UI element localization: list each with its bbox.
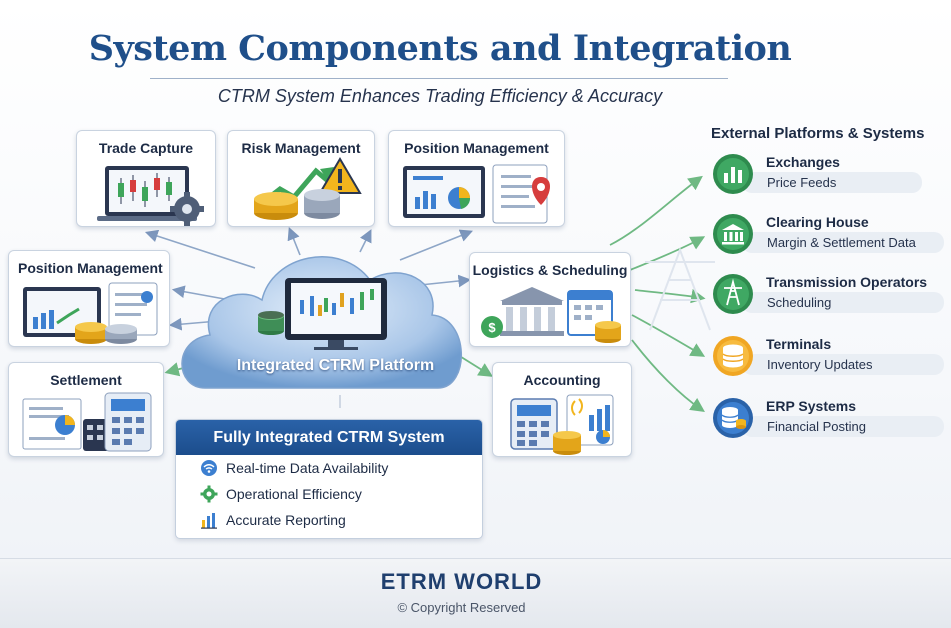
- feature-label: Operational Efficiency: [226, 486, 362, 502]
- external-name: Exchanges: [766, 154, 840, 170]
- wifi-icon: [201, 460, 217, 476]
- external-name: Transmission Operators: [766, 274, 928, 290]
- external-item-terminals[interactable]: Terminals Inventory Updates: [712, 335, 948, 379]
- power-tower-icon: [713, 274, 753, 314]
- trade-capture-title: Trade Capture: [98, 140, 194, 156]
- external-desc: Price Feeds: [767, 175, 837, 190]
- risk-chart-icon: [254, 157, 362, 220]
- title-divider: [150, 78, 728, 79]
- bar-chart-icon: [713, 154, 753, 194]
- external-item-bar: [742, 354, 944, 375]
- external-desc: Financial Posting: [767, 419, 866, 434]
- summary-panel: Fully Integrated CTRM System Real-time D…: [175, 419, 483, 539]
- storage-tank-icon: [713, 336, 753, 376]
- brand-logo: ETRM WORLD: [380, 569, 543, 594]
- position-management-top-card[interactable]: Position Management: [388, 130, 565, 227]
- feature-real-time-data: Real-time Data Availability: [201, 460, 389, 476]
- feature-label: Accurate Reporting: [226, 512, 346, 528]
- external-item-bar: [742, 232, 944, 253]
- risk-management-title: Risk Management: [241, 140, 361, 156]
- external-item-bar: [742, 416, 944, 437]
- external-item-bar: [742, 172, 922, 193]
- page-subtitle: CTRM System Enhances Trading Efficiency …: [217, 86, 663, 106]
- position-management-top-title: Position Management: [404, 140, 549, 156]
- external-name: Clearing House: [766, 214, 869, 230]
- position-management-left-title: Position Management: [18, 260, 163, 276]
- feature-accurate-reporting: Accurate Reporting: [201, 512, 346, 529]
- position-management-left-card[interactable]: Position Management: [8, 250, 170, 347]
- logistics-scheduling-card[interactable]: Logistics & Scheduling $: [469, 252, 631, 347]
- trading-monitor-icon: [97, 166, 204, 226]
- database-icon: [713, 398, 753, 438]
- trade-capture-card[interactable]: Trade Capture: [76, 130, 216, 227]
- accounting-title: Accounting: [523, 372, 601, 388]
- settlement-docs-calculator-icon: [22, 392, 152, 452]
- summary-title: Fully Integrated CTRM System: [176, 420, 482, 455]
- external-item-bar: [742, 292, 944, 313]
- position-dashboard-icon: [23, 282, 158, 344]
- logistics-bank-calendar-icon: $: [481, 287, 621, 343]
- external-item-exchanges[interactable]: Exchanges Price Feeds: [712, 153, 948, 197]
- copyright-text: © Copyright Reserved: [397, 600, 526, 615]
- accounting-calculator-icon: [510, 394, 614, 455]
- external-item-transmission-operators[interactable]: Transmission Operators Scheduling: [712, 273, 948, 317]
- external-heading: External Platforms & Systems: [711, 125, 925, 142]
- external-name: ERP Systems: [766, 398, 857, 414]
- external-desc: Scheduling: [767, 295, 832, 310]
- settlement-title: Settlement: [50, 372, 122, 388]
- gear-icon: [200, 485, 218, 503]
- external-item-clearing-house[interactable]: Clearing House Margin & Settlement Data: [712, 213, 948, 257]
- bank-icon: [713, 214, 753, 254]
- page-title: System Components and Integration: [88, 28, 792, 69]
- feature-label: Real-time Data Availability: [226, 460, 389, 476]
- position-report-icon: [403, 164, 550, 224]
- hub-label: Integrated CTRM Platform: [236, 357, 435, 374]
- external-desc: Margin & Settlement Data: [767, 235, 916, 250]
- footer: [0, 558, 951, 628]
- external-item-erp-systems[interactable]: ERP Systems Financial Posting: [712, 397, 948, 441]
- accounting-card[interactable]: Accounting: [492, 362, 632, 457]
- risk-management-card[interactable]: Risk Management: [227, 130, 375, 227]
- feature-operational-efficiency: Operational Efficiency: [200, 485, 362, 503]
- svg-text:$: $: [488, 320, 496, 335]
- logistics-scheduling-title: Logistics & Scheduling: [472, 262, 628, 278]
- external-name: Terminals: [766, 336, 832, 352]
- external-desc: Inventory Updates: [767, 357, 873, 372]
- settlement-card[interactable]: Settlement: [8, 362, 164, 457]
- bar-chart-icon: [201, 513, 217, 529]
